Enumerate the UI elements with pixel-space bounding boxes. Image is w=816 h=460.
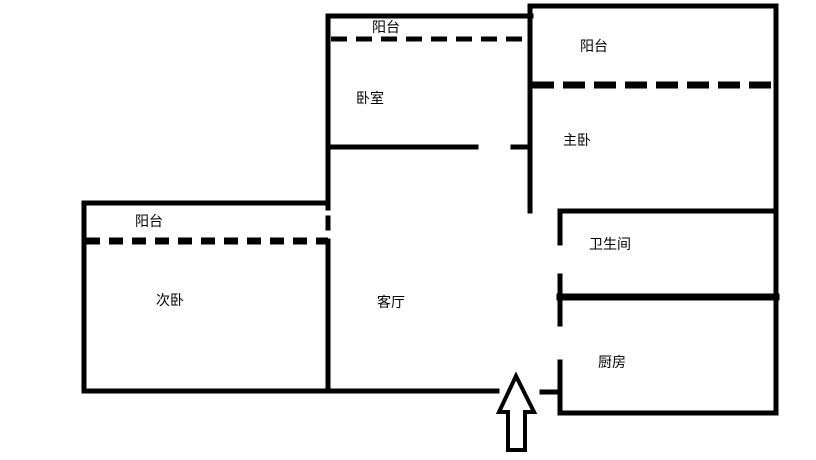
room-label-bathroom: 卫生间 [589,237,631,253]
room-label-second-bedroom: 次卧 [156,293,184,309]
room-label-master-bedroom: 主卧 [563,133,591,149]
up-arrow-icon [495,371,538,452]
room-label-bedroom: 卧室 [356,91,384,107]
room-label-balcony-left: 阳台 [135,214,163,230]
room-label-kitchen: 厨房 [598,355,626,371]
room-label-balcony-top: 阳台 [372,20,400,36]
room-label-living-room: 客厅 [377,295,405,311]
room-label-balcony-master: 阳台 [580,39,608,55]
